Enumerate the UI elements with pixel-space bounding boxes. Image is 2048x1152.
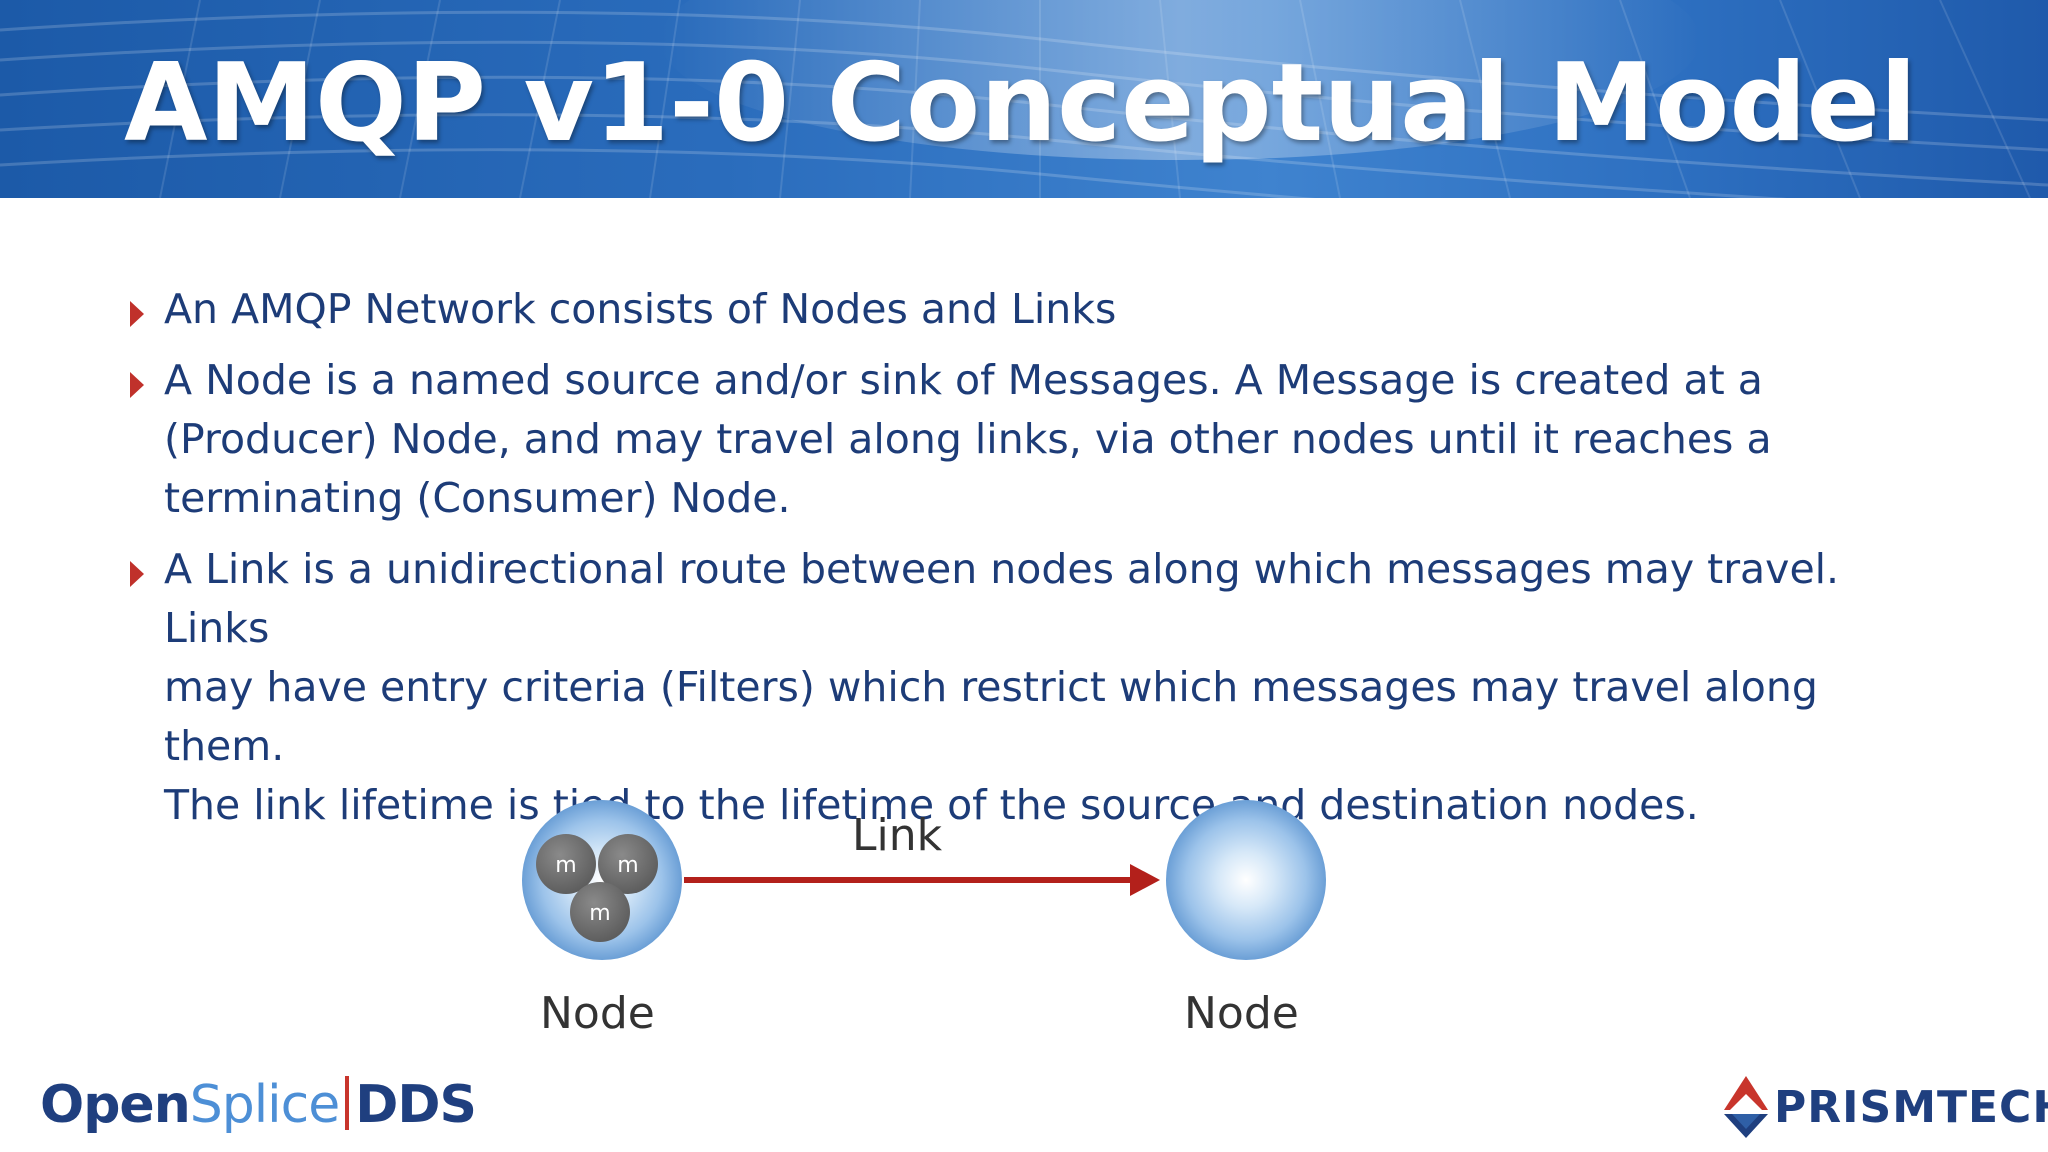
bullet-item-node: A Node is a named source and/or sink of …	[130, 351, 1930, 528]
bullet-item-link: A Link is a unidirectional route between…	[130, 540, 1930, 835]
message-circle	[570, 882, 630, 942]
bullet-line: The link lifetime is tied to the lifetim…	[164, 781, 1699, 829]
bullet-line: (Producer) Node, and may travel along li…	[164, 415, 1772, 463]
bullet-line: An AMQP Network consists of Nodes and Li…	[164, 285, 1117, 333]
tunnel-background-graphic	[0, 0, 2048, 198]
prism-triangle-icon	[1724, 1076, 1768, 1138]
node-link-diagram: m m m Link Node Node	[500, 780, 1360, 1044]
link-arrow	[684, 864, 1160, 896]
message-label: m	[617, 853, 638, 878]
slide-title: AMQP v1-0 Conceptual Model	[124, 41, 1917, 166]
message-label: m	[555, 853, 576, 878]
bullet-line: A Node is a named source and/or sink of …	[164, 356, 1763, 404]
message-label: m	[589, 901, 610, 926]
logo-divider	[345, 1076, 350, 1130]
bullet-line: A Link is a unidirectional route between…	[164, 545, 1840, 652]
message-circle	[598, 834, 658, 894]
prismtech-logo: PRISMTECH	[1722, 1070, 2048, 1140]
diagram-graphic: m m m	[522, 800, 1326, 960]
link-label: Link	[852, 810, 943, 861]
prismtech-wordmark: PRISMTECH	[1774, 1082, 2048, 1133]
bullet-item-network: An AMQP Network consists of Nodes and Li…	[130, 280, 1930, 339]
bullet-arrow-icon	[130, 301, 144, 327]
message-circle	[536, 834, 596, 894]
bullet-arrow-icon	[130, 372, 144, 398]
target-node	[1166, 800, 1326, 960]
bullet-list: An AMQP Network consists of Nodes and Li…	[130, 280, 1930, 847]
source-node: m m m	[522, 800, 682, 960]
bullet-line: terminating (Consumer) Node.	[164, 474, 791, 522]
title-banner: AMQP v1-0 Conceptual Model	[0, 0, 2048, 198]
bullet-line: may have entry criteria (Filters) which …	[164, 663, 1818, 770]
bullet-arrow-icon	[130, 561, 144, 587]
target-node-label: Node	[1184, 988, 1299, 1039]
arrowhead-icon	[1130, 864, 1160, 896]
source-node-label: Node	[540, 988, 655, 1039]
